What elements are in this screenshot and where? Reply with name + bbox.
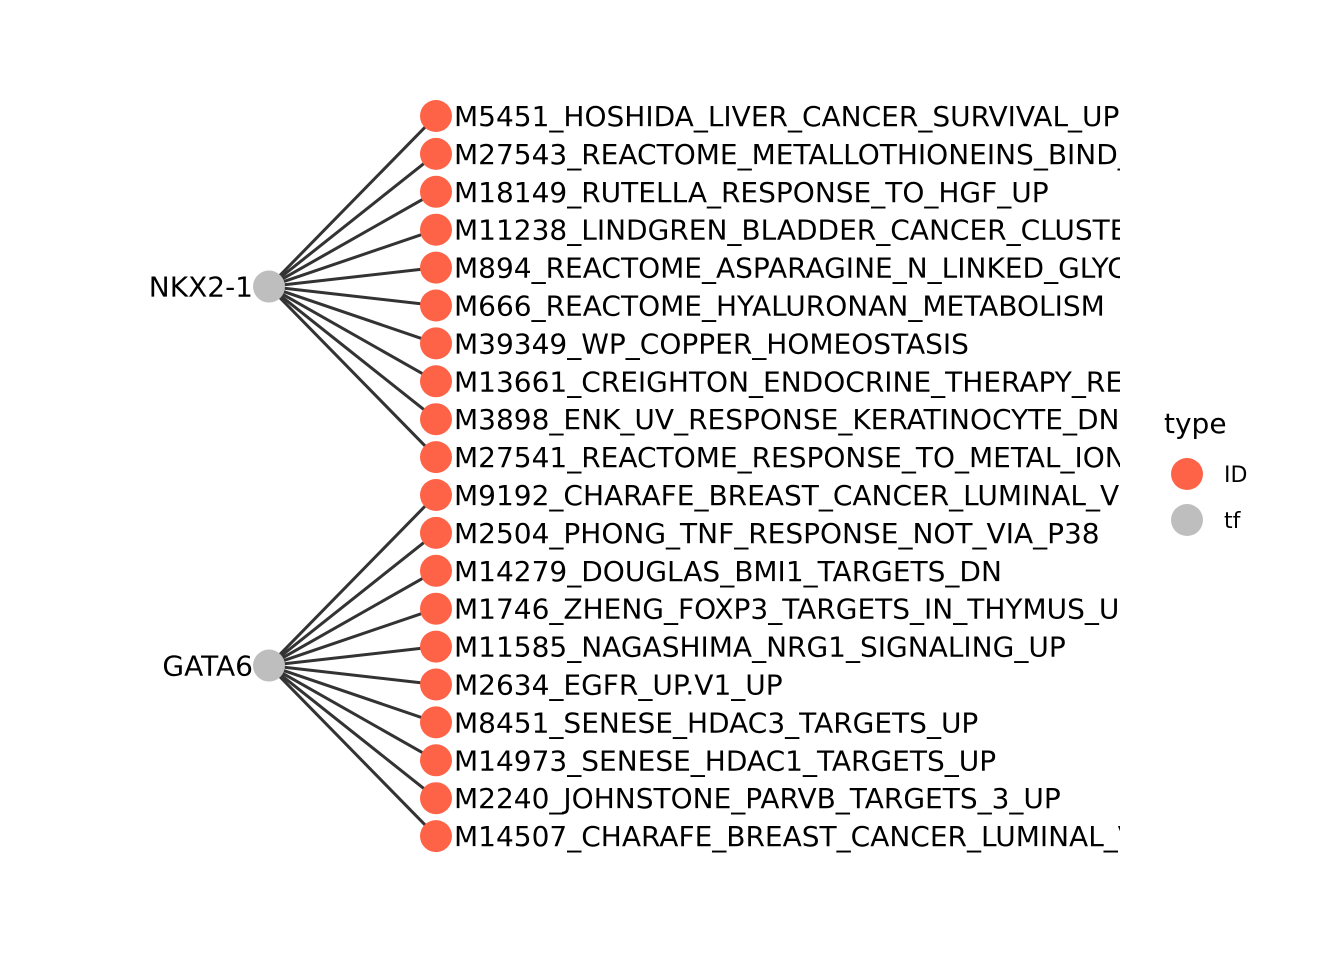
nodes-layer: [253, 100, 452, 853]
edges-layer: [267, 114, 438, 838]
edge: [268, 569, 437, 667]
id-node: [420, 365, 452, 398]
legend-key-tf: [1171, 504, 1203, 536]
edge: [267, 114, 438, 288]
id-node-label: M27543_REACTOME_METALLOTHIONEINS_BIND_ME…: [454, 138, 1241, 171]
edge: [268, 531, 437, 667]
id-node-label: M8451_SENESE_HDAC3_TARGETS_UP: [454, 706, 978, 739]
tf-node: [253, 649, 285, 682]
id-node: [420, 100, 452, 132]
id-node-label: M11238_LINDGREN_BLADDER_CANCER_CLUSTER_3…: [454, 214, 1230, 247]
tf-node: [253, 270, 285, 303]
edge: [268, 228, 437, 288]
edge: [268, 664, 437, 724]
id-node: [420, 782, 452, 815]
edge: [268, 190, 437, 288]
id-node-label: M9192_CHARAFE_BREAST_CANCER_LUMINAL_VS_B…: [454, 479, 1294, 512]
edge: [268, 266, 437, 289]
edge: [268, 285, 437, 383]
id-node: [420, 630, 452, 663]
legend-label-id: ID: [1224, 463, 1247, 488]
id-node: [420, 516, 452, 549]
id-node-label: M39349_WP_COPPER_HOMEOSTASIS: [454, 327, 969, 360]
id-node: [420, 289, 452, 322]
id-node-label: M666_REACTOME_HYALURONAN_METABOLISM: [454, 290, 1105, 323]
edge: [268, 152, 437, 288]
id-node: [420, 479, 452, 511]
edge: [268, 607, 437, 667]
edge: [267, 493, 438, 667]
edge: [268, 664, 437, 762]
id-node-label: M14279_DOUGLAS_BMI1_TARGETS_DN: [454, 555, 1002, 588]
id-node-label: M14973_SENESE_HDAC1_TARGETS_UP: [454, 744, 996, 777]
legend-title: type: [1164, 407, 1227, 440]
tf-node-label: GATA6: [162, 650, 253, 683]
id-node-label: M2240_JOHNSTONE_PARVB_TARGETS_3_UP: [454, 782, 1061, 815]
id-node: [420, 213, 452, 246]
edge: [268, 285, 437, 421]
id-node-label: M11585_NAGASHIMA_NRG1_SIGNALING_UP: [454, 631, 1066, 664]
legend-key-id: [1171, 458, 1203, 490]
legend: type ID tf: [1164, 407, 1247, 536]
id-node-label: M1746_ZHENG_FOXP3_TARGETS_IN_THYMUS_UP: [454, 593, 1136, 626]
id-node: [420, 403, 452, 436]
edge: [268, 664, 437, 686]
id-labels-layer: M5451_HOSHIDA_LIVER_CANCER_SURVIVAL_UP M2…: [454, 100, 1344, 853]
id-node: [420, 668, 452, 701]
id-node-label: M2504_PHONG_TNF_RESPONSE_NOT_VIA_P38: [454, 517, 1100, 550]
id-node: [420, 327, 452, 360]
id-node-label: M5451_HOSHIDA_LIVER_CANCER_SURVIVAL_UP: [454, 100, 1119, 133]
tf-node-label: NKX2-1: [149, 271, 253, 304]
id-node: [420, 554, 452, 587]
id-node-label: M2634_EGFR_UP.V1_UP: [454, 669, 783, 702]
edge: [267, 285, 438, 459]
edge: [268, 285, 437, 345]
id-node: [420, 175, 452, 208]
edge: [267, 664, 438, 838]
id-node-label: M14507_CHARAFE_BREAST_CANCER_LUMINAL_VS_…: [454, 820, 1344, 853]
id-node: [420, 251, 452, 284]
id-node-label: M894_REACTOME_ASPARAGINE_N_LINKED_GLYCOS…: [454, 252, 1285, 285]
edge: [268, 645, 437, 668]
id-node-label: M18149_RUTELLA_RESPONSE_TO_HGF_UP: [454, 176, 1049, 209]
id-node-label: M3898_ENK_UV_RESPONSE_KERATINOCYTE_DN: [454, 403, 1119, 436]
edge: [268, 664, 437, 800]
id-node: [420, 441, 452, 474]
legend-label-tf: tf: [1224, 509, 1242, 534]
id-node: [420, 706, 452, 739]
id-node-label: M13661_CREIGHTON_ENDOCRINE_THERAPY_RESIS…: [454, 365, 1291, 398]
id-node: [420, 744, 452, 777]
id-node: [420, 592, 452, 625]
edge: [268, 285, 437, 307]
id-node-label: M27541_REACTOME_RESPONSE_TO_METAL_IONS: [454, 441, 1144, 474]
id-node: [420, 820, 452, 853]
id-node: [420, 137, 452, 170]
